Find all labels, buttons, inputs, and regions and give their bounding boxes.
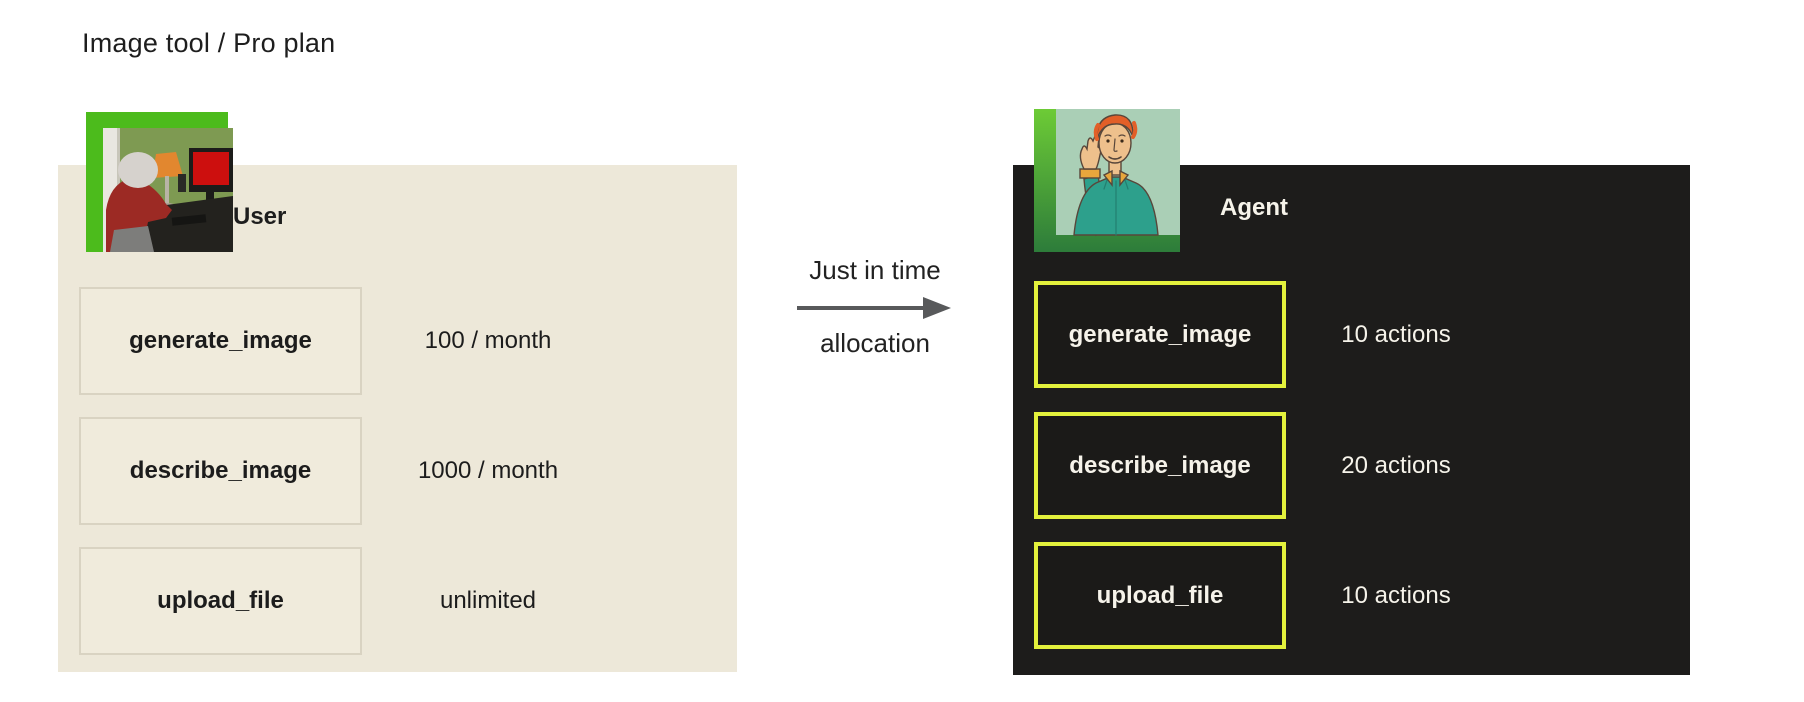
- tool-label: describe_image: [129, 457, 312, 484]
- tool-label: upload_file: [157, 587, 284, 614]
- agent-panel-title: Agent: [1220, 194, 1288, 221]
- tool-label: generate_image: [1068, 320, 1252, 348]
- user-panel: User generate_image 100 / month describe…: [58, 165, 737, 672]
- tool-label: generate_image: [129, 327, 312, 354]
- tool-allocation: 20 actions: [1341, 452, 1451, 479]
- tool-box-upload-file: upload_file: [1034, 542, 1286, 649]
- tool-row: describe_image 1000 / month: [58, 417, 737, 525]
- tool-label: upload_file: [1096, 581, 1224, 609]
- arrow-caption-top: Just in time: [809, 255, 941, 285]
- allocation-arrow-block: Just in time allocation: [737, 255, 1013, 359]
- tool-row: describe_image 20 actions: [1013, 412, 1690, 520]
- user-avatar: [86, 112, 233, 252]
- tool-box-describe-image: describe_image: [79, 417, 362, 525]
- user-photo-icon: [86, 112, 233, 252]
- tool-box-generate-image: generate_image: [79, 287, 362, 395]
- arrow-caption-bottom: allocation: [820, 328, 930, 358]
- agent-avatar: [1034, 109, 1180, 252]
- right-arrow-icon: [737, 296, 1013, 320]
- tool-box-describe-image: describe_image: [1034, 412, 1286, 519]
- user-panel-title: User: [233, 203, 287, 230]
- tool-allocation: 10 actions: [1341, 321, 1451, 348]
- tool-quota: unlimited: [439, 587, 537, 614]
- tool-row: generate_image 100 / month: [58, 287, 737, 395]
- tool-box-generate-image: generate_image: [1034, 281, 1286, 388]
- tool-quota: 100 / month: [424, 327, 552, 354]
- tool-box-upload-file: upload_file: [79, 547, 362, 655]
- tool-row: upload_file unlimited: [58, 547, 737, 655]
- diagram-title: Image tool / Pro plan: [82, 28, 336, 58]
- agent-panel: Agent generate_image 10 actions describe…: [1013, 165, 1690, 675]
- tool-label: describe_image: [1069, 451, 1251, 479]
- tool-row: generate_image 10 actions: [1013, 281, 1690, 389]
- tool-row: upload_file 10 actions: [1013, 542, 1690, 650]
- tool-allocation: 10 actions: [1341, 582, 1451, 609]
- agent-cartoon-icon: [1034, 109, 1180, 252]
- tool-quota: 1000 / month: [417, 457, 559, 484]
